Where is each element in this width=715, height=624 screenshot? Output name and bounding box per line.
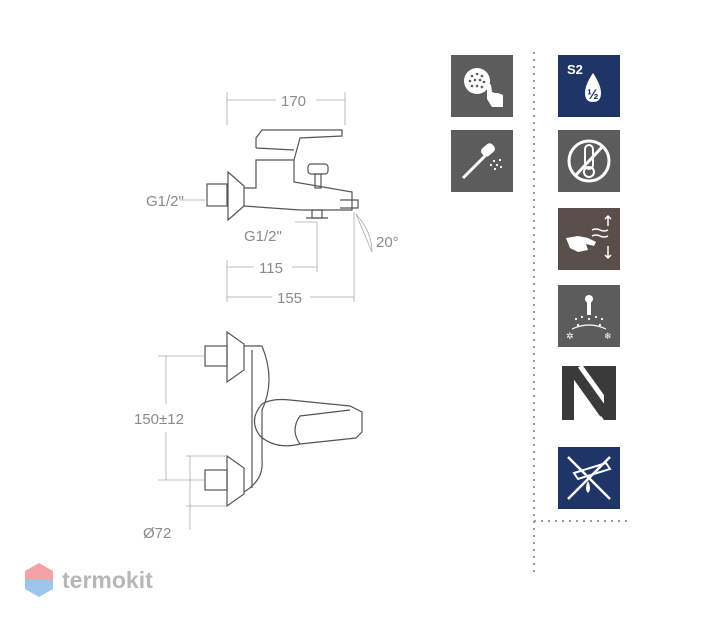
s2-label: S2 [567,62,583,77]
tile-no-descaling [558,447,620,509]
dim-spout-angle: 20° [376,234,399,251]
svg-text:❄: ❄ [604,332,612,342]
no-descaling-icon [558,447,620,509]
brand-name: termokit [62,566,153,593]
tile-hot-cold-spray: ✲ ❄ [558,285,620,347]
faucet-front-view [204,330,363,508]
brand-logo: termokit [24,560,153,600]
dimension-lines-top [180,92,373,302]
tile-s2-water-saving: S2 ½ [558,55,620,117]
shower-head-touch-icon [451,55,513,117]
outlet-thread-label: G1/2" [244,228,282,245]
dim-depth: 155 [277,290,302,307]
half-label: ½ [587,86,599,102]
tile-no-thermostat [558,130,620,192]
no-thermostat-icon [558,130,620,192]
faucet-side-view [206,129,359,222]
s2-water-saving-icon: S2 ½ [558,55,620,117]
tile-hand-shower [451,130,513,192]
tile-shower-head-touch [451,55,513,117]
dim-connection-spacing: 150±12 [134,411,184,428]
dim-spout-center: 115 [259,260,283,277]
dimension-lines-front [158,355,227,530]
n-logo-icon [558,362,620,424]
dim-rosette-diameter: Ø72 [143,525,171,542]
hot-cold-water-hand-icon [558,208,620,270]
hexagon-logo-icon [25,563,53,597]
hot-cold-spray-icon: ✲ ❄ [558,285,620,347]
tile-n-logo [558,362,620,424]
svg-text:✲: ✲ [566,332,574,342]
inlet-thread-label: G1/2" [146,193,184,210]
dim-width-total: 170 [281,93,306,110]
dotted-divider [533,52,628,572]
hand-shower-icon [451,130,513,192]
tile-hot-cold-hand [558,208,620,270]
